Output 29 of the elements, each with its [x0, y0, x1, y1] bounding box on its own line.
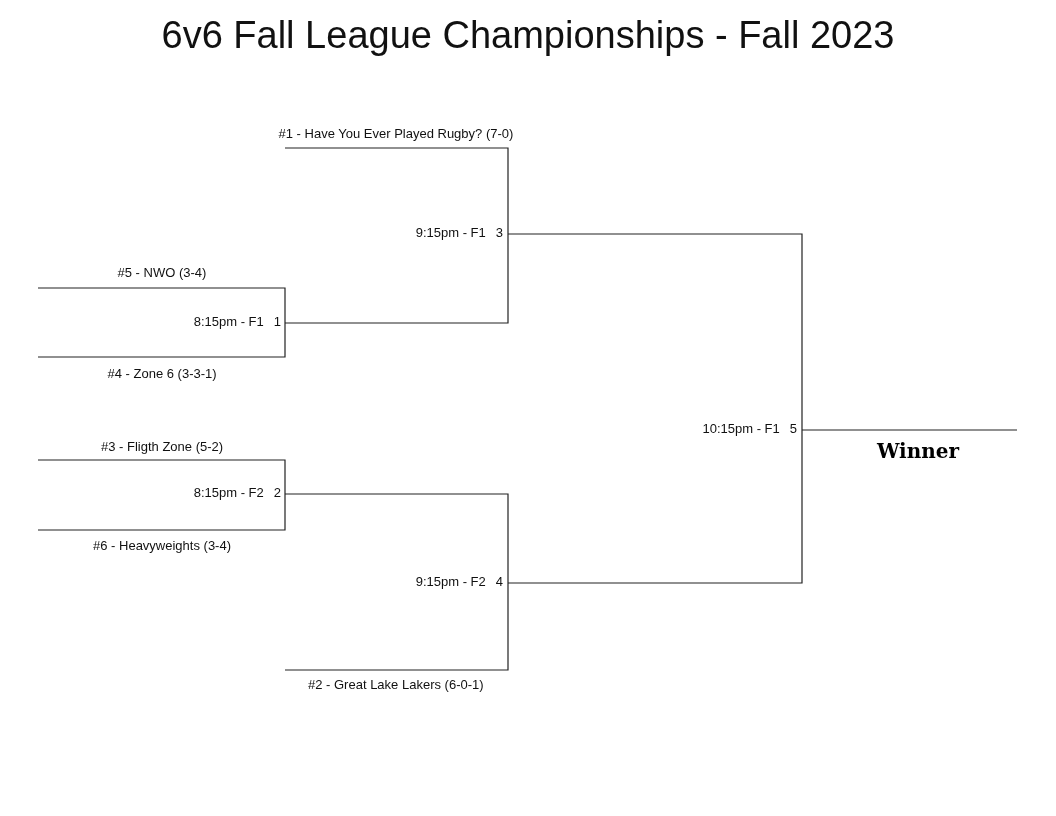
bracket-line	[507, 233, 803, 431]
bracket-line	[37, 493, 286, 531]
team-label: #2 - Great Lake Lakers (6-0-1)	[308, 677, 484, 692]
team-label: #4 - Zone 6 (3-3-1)	[107, 366, 217, 381]
team-label: #5 - NWO (3-4)	[117, 265, 207, 280]
game-time-label: 9:15pm - F1	[415, 225, 486, 240]
game-time-label: 10:15pm - F1	[702, 421, 780, 436]
bracket-line	[284, 493, 509, 584]
bracket-line	[37, 459, 286, 495]
bracket-line	[37, 322, 286, 358]
bracket-line	[284, 582, 509, 671]
game-time-label: 8:15pm - F1	[193, 314, 264, 329]
match-number: 3	[495, 225, 503, 240]
bracket-line	[801, 429, 1018, 431]
match-number: 5	[789, 421, 797, 436]
team-label: #1 - Have You Ever Played Rugby? (7-0)	[278, 126, 514, 141]
bracket-line	[284, 233, 509, 324]
match-number: 2	[273, 485, 281, 500]
winner-label: Winner	[877, 439, 960, 463]
game-time-label: 9:15pm - F2	[415, 574, 486, 589]
team-label: #6 - Heavyweights (3-4)	[93, 538, 231, 553]
match-number: 1	[273, 314, 281, 329]
bracket-line	[37, 287, 286, 324]
team-label: #3 - Fligth Zone (5-2)	[101, 439, 224, 454]
game-time-label: 8:15pm - F2	[193, 485, 264, 500]
match-number: 4	[495, 574, 503, 589]
page-title: 6v6 Fall League Championships - Fall 2023	[160, 14, 896, 57]
bracket-line	[284, 147, 509, 235]
bracket-line	[507, 429, 803, 584]
